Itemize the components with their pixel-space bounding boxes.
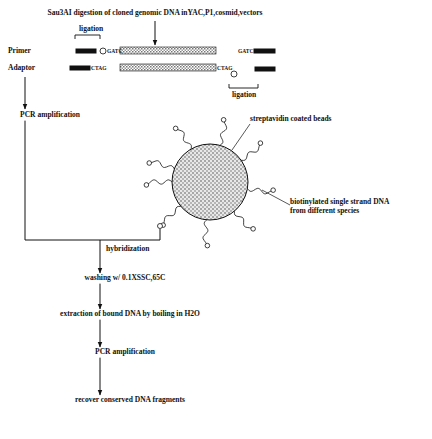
strand-line xyxy=(241,143,260,160)
bead-assembly xyxy=(100,118,290,248)
biotin-end xyxy=(147,161,152,166)
sequence-label: GATC xyxy=(238,48,253,54)
ssdna-strand xyxy=(247,188,275,194)
strand-line xyxy=(247,188,273,194)
biotin-end xyxy=(144,183,149,188)
ssdna-strand xyxy=(203,220,210,248)
ssdna-strand xyxy=(147,161,174,169)
dna-strands xyxy=(144,118,275,248)
step-text: extraction of bound DNA by boiling in H2… xyxy=(30,310,230,319)
strand-line xyxy=(220,120,227,145)
step-text: Sau3AI digestion of cloned genomic DNA i… xyxy=(30,9,280,18)
flow-arrow xyxy=(25,77,26,109)
step-label: ligation xyxy=(232,91,256,100)
step-label: PCR amplification xyxy=(80,348,170,357)
biotin-end xyxy=(158,224,163,229)
strand-line xyxy=(163,206,181,225)
row-label: Adaptor xyxy=(8,64,35,73)
callout-label: streptavidin coated beads xyxy=(250,115,332,124)
adaptor-bar xyxy=(255,67,275,71)
connectors xyxy=(25,121,100,395)
biotin-end xyxy=(221,118,226,123)
step-label: Sau3AI digestion of cloned genomic DNA i… xyxy=(30,9,280,18)
genomic-fragment xyxy=(120,64,216,71)
row-label: Primer xyxy=(8,47,31,56)
sequence-label: CTAG xyxy=(91,65,106,71)
step-label: ligation xyxy=(79,25,103,34)
streptavidin-bead xyxy=(172,144,248,220)
strand-line xyxy=(176,128,192,149)
flow-arrow xyxy=(100,320,101,347)
step-label: washing w/ 0.1XSSC,65C xyxy=(55,274,195,283)
sequence-label: GATC xyxy=(107,48,122,54)
strand-line xyxy=(234,211,253,229)
end-circle xyxy=(100,48,106,54)
flow-arrow xyxy=(100,358,101,395)
adaptor-bar xyxy=(70,66,90,70)
genomic-fragment xyxy=(120,47,216,54)
digestion-arrow xyxy=(155,21,156,45)
flow-arrow xyxy=(100,284,101,309)
ssdna-strand xyxy=(220,118,227,146)
callout-label: biotinylated single strand DNA from diff… xyxy=(290,198,400,215)
ssdna-strand xyxy=(173,126,191,149)
primer-bar xyxy=(254,49,275,53)
biotin-end xyxy=(205,243,210,248)
step-label: PCR amplification xyxy=(10,111,90,120)
leader-line xyxy=(262,190,290,205)
strand-line xyxy=(149,161,174,169)
ligation-bracket xyxy=(229,84,258,88)
step-text: PCR amplification xyxy=(10,111,90,120)
strand-line xyxy=(203,220,208,246)
strand-line xyxy=(146,180,172,185)
step-text: washing w/ 0.1XSSC,65C xyxy=(55,274,195,283)
flow-arrow xyxy=(25,121,100,273)
primer-bar xyxy=(76,49,96,53)
end-circle xyxy=(231,71,237,77)
leader-line xyxy=(232,124,250,150)
sequence-label: CTAG xyxy=(217,65,232,71)
ligation-bracket xyxy=(75,35,100,39)
ssdna-strand xyxy=(241,141,263,161)
biotin-end xyxy=(173,126,178,131)
step-text: PCR amplification xyxy=(80,348,170,357)
ssdna-strand xyxy=(144,180,172,187)
biotin-end xyxy=(271,188,276,193)
hybridization-line xyxy=(100,229,160,240)
ssdna-strand xyxy=(234,211,255,231)
dna-construct xyxy=(25,21,275,109)
step-text: recover conserved DNA fragments xyxy=(50,396,210,405)
step-label: extraction of bound DNA by boiling in H2… xyxy=(30,310,230,319)
step-label: recover conserved DNA fragments xyxy=(50,396,210,405)
biotin-end xyxy=(258,141,263,146)
ssdna-strand xyxy=(161,206,181,227)
edge-label: hybridization xyxy=(106,245,149,254)
biotin-end xyxy=(251,227,256,232)
